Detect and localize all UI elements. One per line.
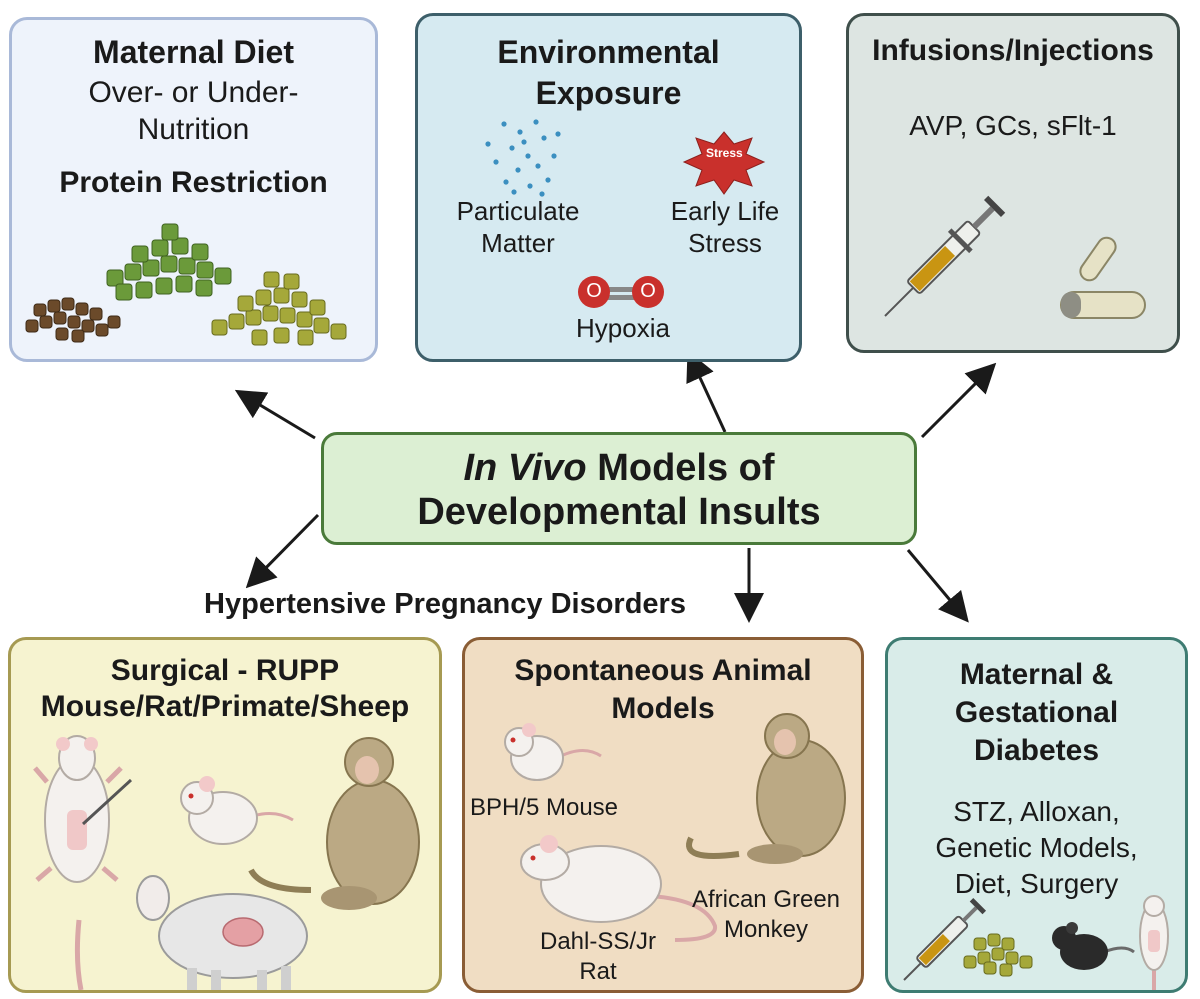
surgical-title-line2: Mouse/Rat/Primate/Sheep [40,690,410,723]
spontaneous-animals [504,713,846,942]
dahl-rat-icon [520,835,718,942]
monkey-label-line2: Monkey [723,916,809,943]
arrow-to-infusions [920,362,997,439]
surgical-monkey-icon [248,737,420,910]
monkey-label-line1: African Green [691,886,841,913]
dahl-rat-label-line1: Dahl-SS/Jr [539,928,657,955]
stress-label-line2: Stress [688,228,762,258]
maternal-diet-box: Maternal Diet Over- or Under- Nutrition … [9,17,378,362]
diabetes-title-line2: Gestational [954,696,1119,729]
environmental-icons [485,119,766,308]
infusions-box: Infusions/Injections AVP, GCs, sFlt-1 [846,13,1180,353]
maternal-diet-line2: Nutrition [137,113,250,146]
particulate-matter-icon [485,119,561,197]
particulate-label-line2: Matter [481,228,555,258]
hypertensive-heading: Hypertensive Pregnancy Disorders [204,588,686,620]
injection-icons [884,195,1146,319]
african-green-monkey-icon [686,713,846,864]
surgical-rat-icon [33,735,133,990]
diabetes-box: Maternal & Gestational Diabetes STZ, All… [885,637,1188,993]
environmental-exposure-box: Environmental Exposure Stress O O Partic… [415,13,802,362]
stress-burst-icon [682,131,766,195]
arrow-to-environmental [686,350,727,433]
maternal-diet-title: Maternal Diet [93,34,294,70]
arrow-to-hypertensive [245,513,320,589]
syringe-icon [884,195,1006,317]
infusions-title: Infusions/Injections [872,34,1154,67]
arrow-to-maternal-diet [234,389,316,440]
oxygen-left-label: O [586,280,602,302]
center-title-line2: Developmental Insults [417,491,821,533]
sheep-icon [136,875,308,990]
dahl-rat-label-line2: Rat [579,958,617,985]
diabetes-line2: Genetic Models, [935,832,1138,863]
center-title-line1: In Vivo Models of [324,447,914,490]
surgical-mouse-icon [180,776,294,845]
spontaneous-title-line2: Models [611,692,715,725]
center-title-rest: Models of [586,447,775,489]
maternal-diet-subtitle: Protein Restriction [59,166,328,199]
maternal-diet-line1: Over- or Under- [88,76,299,109]
bph5-mouse-label: BPH/5 Mouse [469,794,619,821]
center-title-italic: In Vivo [463,447,587,489]
diabetes-syringe-icon [903,897,987,981]
spontaneous-models-box: Spontaneous Animal Models BPH/5 Mouse Da… [462,637,864,993]
oxygen-molecule-icon [578,276,664,308]
diabetes-icons [903,895,1169,990]
black-mouse-icon [1052,922,1135,970]
stress-label-line1: Early Life [670,196,780,226]
infusions-agents: AVP, GCs, sFlt-1 [909,110,1117,141]
hypoxia-label: Hypoxia [576,313,670,343]
bph5-mouse-icon [504,723,602,781]
stress-badge-label: Stress [706,146,743,160]
food-pellets-icon [25,223,347,346]
capsule-icon [1060,236,1146,319]
diabetes-surgery-rat-icon [1139,895,1169,990]
surgical-animals [33,735,420,990]
spontaneous-title-line1: Spontaneous Animal [514,654,812,687]
oxygen-right-label: O [640,280,656,302]
environmental-title-line2: Exposure [535,75,682,111]
surgical-title-line1: Surgical - RUPP [110,654,340,687]
diabetes-line3: Diet, Surgery [954,868,1119,899]
center-box: In Vivo Models of Developmental Insults [321,432,917,545]
particulate-label-line1: Particulate [456,196,580,226]
diabetes-pellets-icon [963,933,1033,977]
surgical-rupp-box: Surgical - RUPP Mouse/Rat/Primate/Sheep [8,637,442,993]
diabetes-title-line1: Maternal & [959,658,1114,691]
diabetes-line1: STZ, Alloxan, [953,796,1120,827]
arrow-to-diabetes [906,549,969,623]
diabetes-title-line3: Diabetes [973,734,1100,767]
environmental-title-line1: Environmental [497,34,720,70]
